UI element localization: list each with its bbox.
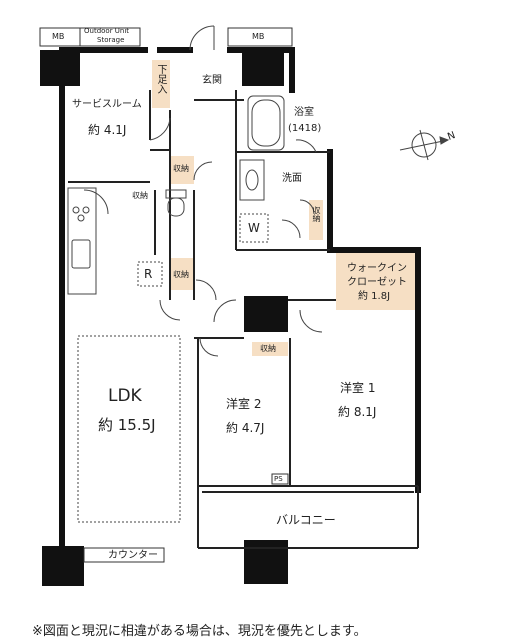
- storage-label-5: 収納: [260, 344, 276, 353]
- storage-label-2: 収納: [132, 191, 148, 200]
- bathroom-size: (1418): [288, 123, 322, 134]
- interior-walls: [68, 90, 418, 487]
- counter: [83, 547, 165, 563]
- walkin-size: 約 1.8J: [358, 291, 391, 302]
- washer-box: [239, 213, 269, 243]
- balcony-label: バルコニー: [276, 513, 336, 527]
- washer-label: W: [248, 221, 260, 235]
- bathroom-label: 浴室: [294, 107, 314, 118]
- western1-size: 約 8.1J: [338, 405, 377, 419]
- storage-label-1: 収納: [173, 164, 189, 173]
- refrigerator-box: [137, 261, 163, 287]
- storage-fill-4: [252, 342, 288, 356]
- ldk-label: LDK: [108, 386, 142, 406]
- mb-left-label: MB: [52, 32, 65, 41]
- wash-basin: [239, 159, 265, 201]
- mb-right-label: MB: [252, 32, 265, 41]
- refrigerator-label: R: [144, 267, 153, 281]
- walkin-label-2: クローゼット: [347, 277, 407, 288]
- doors: [83, 25, 323, 357]
- ldk-size: 約 15.5J: [98, 416, 156, 434]
- ps-label: PS: [274, 475, 283, 483]
- service-room-label: サービスルーム: [72, 99, 142, 110]
- storage-fill-1: [170, 156, 194, 184]
- entrance-label: 玄関: [202, 75, 222, 86]
- shoe-fill: [152, 60, 170, 108]
- storage-fill-3: [309, 200, 323, 240]
- storage-fill-2: [170, 258, 194, 290]
- outdoor-storage-label-2: Storage: [97, 36, 125, 44]
- kitchen: [67, 187, 97, 295]
- walkin-label-1: ウォークイン: [347, 263, 407, 274]
- washroom-label: 洗面: [282, 173, 302, 184]
- western2-label: 洋室 2: [226, 397, 262, 411]
- counter-label: カウンター: [108, 550, 158, 561]
- outer-walls: [59, 47, 421, 551]
- columns: [40, 50, 288, 586]
- western2-size: 約 4.7J: [226, 421, 265, 435]
- footnote: ※図面と現況に相違がある場合は、現況を優先とします。: [32, 624, 367, 639]
- walkin-closet-fill: [336, 252, 418, 310]
- western1-label: 洋室 1: [340, 381, 376, 395]
- service-room-size: 約 4.1J: [88, 123, 127, 137]
- top-service-band: [39, 27, 293, 47]
- storage-label-4: 収納: [312, 206, 321, 222]
- compass-icon: [399, 129, 450, 161]
- balcony-rail: [197, 486, 419, 549]
- ps-box: [271, 473, 289, 485]
- toilet: [165, 189, 187, 217]
- shoe-storage-label: 下足入: [155, 64, 166, 94]
- outdoor-storage-label-1: Outdoor Unit: [84, 27, 130, 35]
- storage-label-3: 収納: [173, 270, 189, 279]
- bathtub: [247, 95, 285, 151]
